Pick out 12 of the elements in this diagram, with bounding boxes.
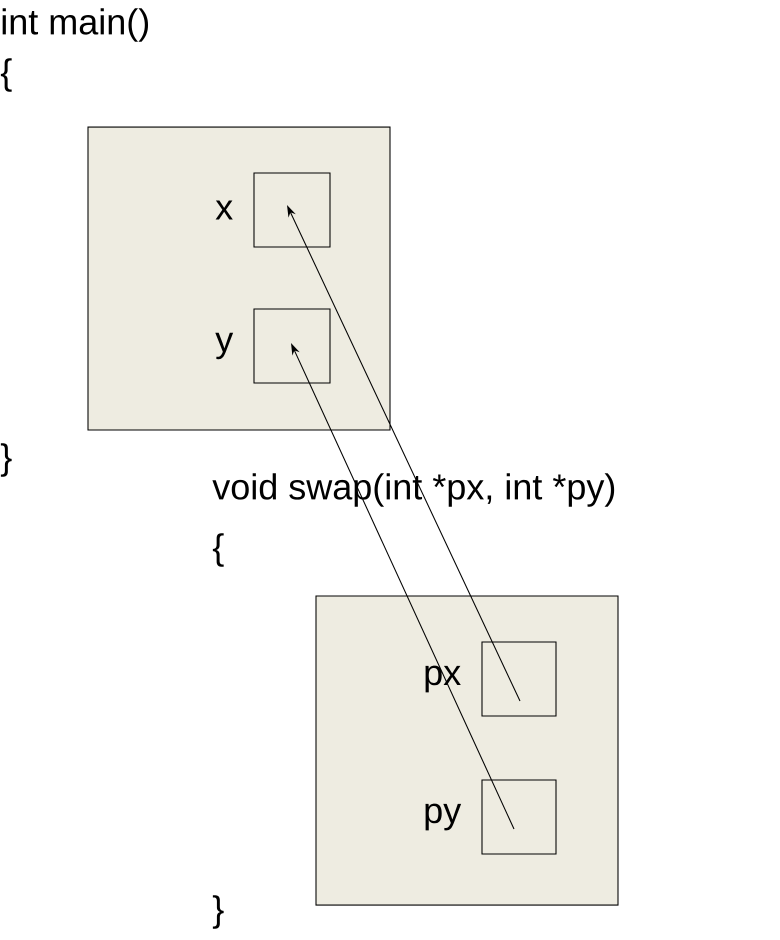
code-text: } — [0, 443, 12, 477]
variable-box — [481, 641, 557, 717]
code-text: } — [212, 895, 224, 929]
variable-box — [253, 308, 331, 384]
variable-box — [253, 172, 331, 248]
code-text: int main() — [2, 8, 148, 42]
variable-name: y — [215, 332, 234, 360]
variable-box — [481, 779, 557, 855]
code-text: { — [0, 58, 12, 92]
variable-name: x — [216, 200, 233, 220]
variable-name: py — [426, 804, 462, 830]
code-text: { — [212, 533, 224, 567]
